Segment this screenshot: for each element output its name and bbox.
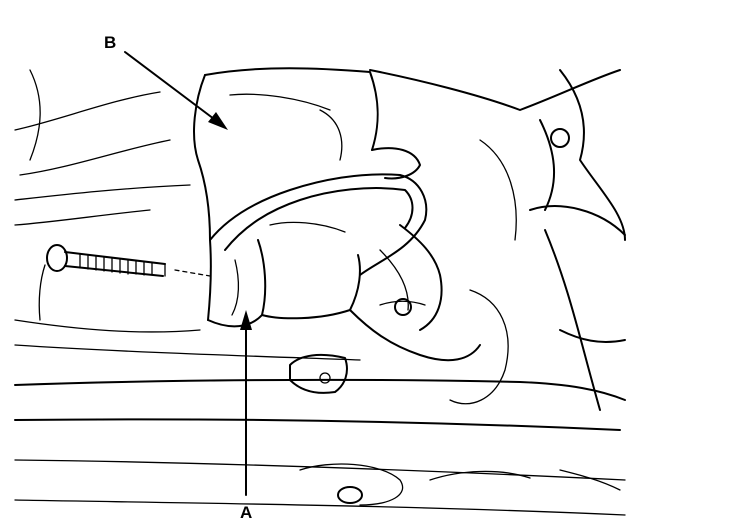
callout-label-a: A xyxy=(240,503,252,522)
callout-arrows xyxy=(124,51,252,496)
callout-label-b: B xyxy=(104,33,116,52)
mount-bolt xyxy=(38,244,211,321)
engine-block xyxy=(369,69,626,411)
frame-linework xyxy=(14,69,626,516)
mount-a xyxy=(207,173,481,394)
bracket-b xyxy=(193,67,421,321)
